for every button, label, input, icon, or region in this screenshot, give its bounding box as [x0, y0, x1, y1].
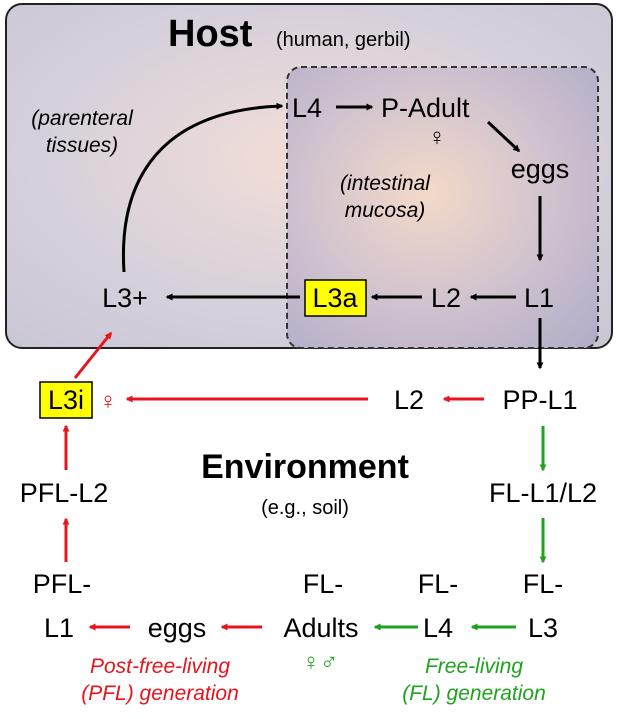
- node-eggs-env: eggs: [148, 613, 207, 643]
- node-fl-l3-line2: L3: [528, 613, 558, 643]
- l3i-female-symbol: ♀: [99, 388, 117, 415]
- node-l4: L4: [292, 93, 322, 123]
- node-fl-l1-l2: FL-L1/L2: [489, 478, 597, 508]
- node-eggs-host: eggs: [511, 154, 570, 184]
- environment-title: Environment: [201, 448, 409, 486]
- pfl-generation-line1: Post-free-living: [90, 655, 230, 678]
- arrow-l3plus-to-l4: [121, 102, 284, 273]
- node-p-adult: P-Adult: [381, 93, 470, 123]
- p-adult-female-symbol: ♀: [428, 124, 446, 151]
- l3a-highlight: [304, 279, 367, 317]
- node-l3i: L3i: [48, 385, 84, 415]
- intestinal-note-line2: mucosa): [345, 199, 426, 222]
- l3i-highlight: [39, 381, 93, 419]
- fl-generation-line1: Free-living: [425, 655, 523, 678]
- host-title: Host: [168, 13, 253, 55]
- arrow-l3i-to-l3plus: [73, 331, 113, 379]
- node-l3plus: L3+: [102, 283, 148, 313]
- intestinal-note-line1: (intestinal: [340, 172, 431, 195]
- node-fl-adults-line1: FL-: [303, 569, 344, 599]
- mucosa-box: [286, 66, 599, 349]
- parenteral-note-line1: (parenteral: [31, 107, 134, 130]
- node-l2-env: L2: [394, 385, 424, 415]
- node-pfl-l2: PFL-L2: [20, 478, 109, 508]
- node-l3a: L3a: [312, 283, 358, 313]
- arrow-p-adult-to-eggs: [486, 120, 521, 153]
- environment-subtitle: (e.g., soil): [261, 497, 349, 519]
- node-fl-adults-line2: Adults: [283, 613, 358, 643]
- node-l1-host: L1: [524, 283, 554, 313]
- node-pfl-l1-line1: PFL-: [33, 569, 92, 599]
- host-subtitle: (human, gerbil): [276, 29, 411, 51]
- node-fl-l4-line2: L4: [423, 613, 453, 643]
- node-pfl-l1-line2: L1: [44, 613, 74, 643]
- pfl-generation-line2: (PFL) generation: [81, 682, 239, 705]
- fl-adults-sex-symbols: ♀♂: [302, 649, 338, 676]
- node-fl-l3-line1: FL-: [523, 569, 564, 599]
- node-fl-l4-line1: FL-: [418, 569, 459, 599]
- fl-generation-line2: (FL) generation: [402, 682, 546, 705]
- node-pp-l1: PP-L1: [502, 385, 577, 415]
- parenteral-note-line2: tissues): [46, 134, 118, 157]
- node-l2-host: L2: [431, 283, 461, 313]
